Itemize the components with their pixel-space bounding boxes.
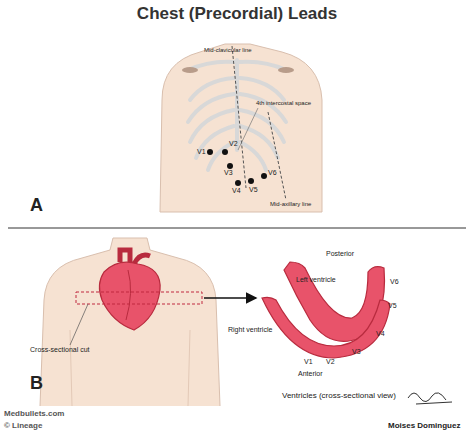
panel-letter: A — [30, 196, 43, 216]
lead-label: V2 — [326, 358, 335, 366]
divider — [8, 228, 466, 229]
part-label: Cross-sectional cut — [30, 346, 90, 354]
signature — [408, 393, 452, 404]
panel-letter: B — [30, 374, 43, 394]
cut-plane — [76, 292, 202, 304]
lead-label: V1 — [304, 358, 313, 366]
ventricles — [262, 262, 390, 358]
author-credit: Moises Dominguez — [388, 422, 460, 431]
heart — [99, 250, 160, 330]
leader-line — [70, 304, 88, 345]
lead-label: V6 — [268, 169, 277, 177]
lead-label: V1 — [197, 148, 206, 156]
lead-label: V6 — [390, 278, 399, 286]
lead-label: V3 — [352, 348, 361, 356]
part-label: Anterior — [298, 370, 323, 378]
line-label: 4th intercostal space — [256, 100, 311, 107]
title: Chest (Precordial) Leads — [0, 4, 474, 24]
lead-label: V2 — [229, 140, 238, 148]
watermark: © Lineage — [4, 422, 42, 431]
ribcage — [188, 60, 286, 170]
leader-line — [238, 108, 258, 150]
lead-label: V3 — [224, 169, 233, 177]
mid-axillary-line — [268, 112, 286, 200]
line-label: Mid-clavicular line — [204, 47, 252, 54]
torso — [40, 238, 220, 406]
part-label: Left ventricle — [296, 276, 336, 284]
lead-label: V5 — [249, 186, 258, 194]
arrow — [204, 297, 256, 299]
torso — [160, 44, 322, 212]
electrode-dots — [207, 149, 267, 186]
clavicle-end — [278, 67, 294, 73]
arm-line — [70, 330, 190, 406]
watermark: Medbullets.com — [4, 410, 64, 419]
lead-label: V4 — [232, 187, 241, 195]
clavicle-end — [182, 67, 198, 73]
line-label: Mid-axillary line — [270, 201, 311, 208]
mid-clavicular-line — [232, 46, 246, 188]
lead-label: V4 — [376, 330, 385, 338]
part-label: Posterior — [326, 250, 354, 258]
caption-label: Ventricles (cross-sectional view) — [282, 392, 396, 401]
part-label: Right ventricle — [228, 326, 272, 334]
lead-label: V5 — [388, 302, 397, 310]
